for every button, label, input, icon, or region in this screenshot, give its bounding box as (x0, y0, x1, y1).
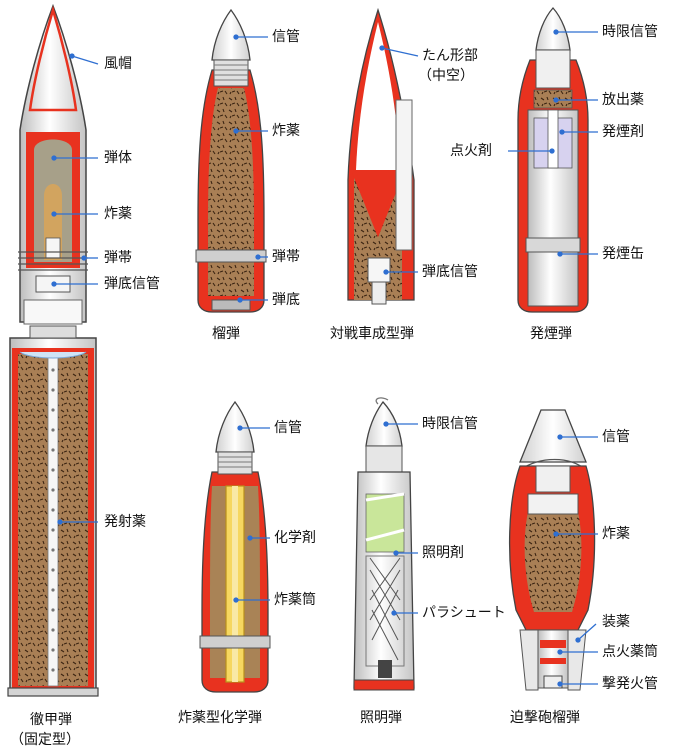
mortar-round (508, 409, 598, 691)
caption-armor-piercing-sub: （固定型） (10, 732, 80, 748)
fuze (215, 400, 255, 453)
label-hollow: （中空） (418, 68, 474, 84)
percussion-primer (543, 675, 563, 689)
label-base-fuze: 弾底信管 (104, 276, 160, 292)
explosive-filler (524, 512, 582, 612)
propellant-increment (540, 640, 566, 648)
caption-smoke: 発煙弾 (530, 326, 572, 342)
explosive-filler (208, 88, 254, 296)
label-explosive: 炸薬 (272, 123, 300, 139)
primer-tube (47, 353, 59, 687)
time-fuze (535, 7, 571, 51)
chemical-round (199, 400, 271, 693)
label-illuminant: 照明剤 (422, 545, 464, 561)
label-fuze: 信管 (274, 420, 302, 436)
label-windshield-cap: 風帽 (104, 56, 132, 72)
illumination-round (353, 397, 418, 691)
caption-mortar: 迫撃砲榴弾 (510, 710, 580, 726)
rotating-band (195, 249, 267, 263)
label-projectile-body: 弾体 (104, 150, 132, 166)
igniter (547, 109, 559, 169)
armor-piercing-round (7, 3, 99, 697)
label-expelling-charge: 放出薬 (602, 92, 644, 108)
caption-chemical: 炸薬型化学弾 (178, 710, 262, 726)
label-rotating-band: 弾帯 (272, 249, 300, 265)
caption-armor-piercing: 徹甲弾 (30, 712, 72, 728)
rotating-band (18, 251, 88, 271)
caption-high-explosive: 榴弾 (212, 326, 240, 342)
label-explosive: 炸薬 (602, 526, 630, 542)
label-propellant: 発射薬 (104, 514, 146, 530)
label-fuze: 信管 (272, 29, 300, 45)
fuze (519, 409, 587, 463)
label-parachute: パラシュート (422, 605, 506, 621)
windshield-cap-outline (28, 5, 78, 112)
label-base: 弾底 (272, 292, 300, 308)
caption-heat: 対戦車成型弾 (330, 326, 414, 342)
label-time-fuze: 時限信管 (422, 416, 478, 432)
case-base (7, 687, 99, 697)
rotating-band (199, 635, 271, 649)
label-smoke-mixture: 発煙剤 (602, 124, 644, 140)
label-base-fuze: 弾底信管 (422, 264, 478, 280)
label-cone: たん形部 (422, 48, 478, 64)
liner (352, 171, 404, 238)
label-igniter: 点火剤 (450, 143, 492, 159)
label-chemical-agent: 化学剤 (274, 530, 316, 546)
label-bursting-charge: 炸薬 (104, 206, 132, 222)
label-ignition-cartridge: 点火薬筒 (602, 644, 658, 660)
label-time-fuze: 時限信管 (602, 24, 658, 40)
label-burster-tube: 炸薬筒 (274, 592, 316, 608)
high-explosive-round (195, 8, 268, 313)
caption-illumination: 照明弾 (360, 710, 402, 726)
label-smoke-canister: 発煙缶 (602, 246, 644, 262)
smoke-round (508, 7, 598, 313)
label-rotating-band: 弾帯 (104, 250, 132, 266)
label-fuze: 信管 (602, 429, 630, 445)
label-propellant-charge: 装薬 (602, 614, 630, 630)
expelling-charge (533, 89, 573, 109)
illuminant (365, 493, 405, 553)
heat-round (347, 7, 419, 305)
tail-fins (519, 629, 587, 691)
label-percussion-primer: 撃発火管 (602, 676, 658, 692)
fuze (211, 8, 251, 61)
